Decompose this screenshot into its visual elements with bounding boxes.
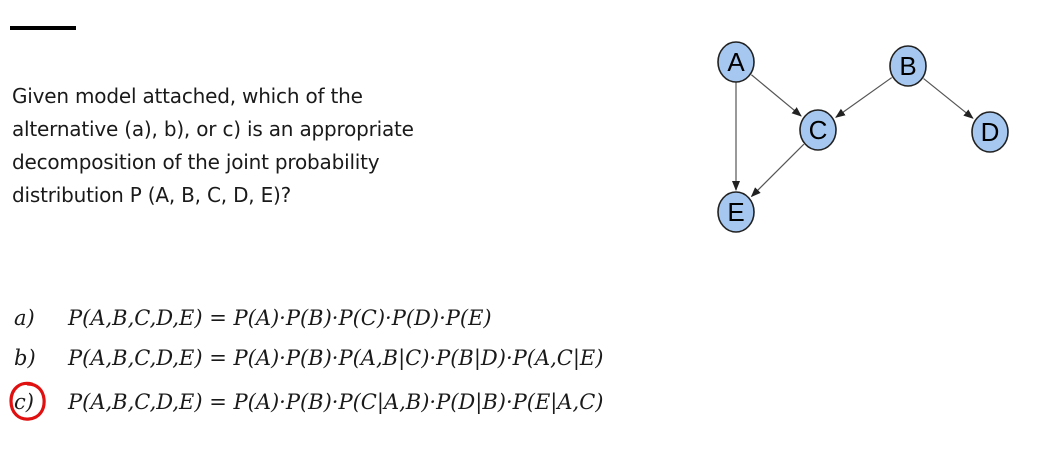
question-line: Given model attached, which of the <box>12 84 363 108</box>
node-circle <box>889 45 927 87</box>
node-d: D <box>971 111 1009 153</box>
node-circle <box>971 111 1009 153</box>
node-circle <box>799 109 837 151</box>
node-label: B <box>899 51 916 81</box>
option-formula: P(A,B,C,D,E) = P(A)·P(B)·P(C|A,B)·P(D|B)… <box>68 390 604 414</box>
option-b[interactable]: b) P(A,B,C,D,E) = P(A)·P(B)·P(A,B|C)·P(B… <box>10 342 770 382</box>
top-rule <box>10 26 76 30</box>
node-circle <box>717 41 755 83</box>
node-a: A <box>717 41 755 83</box>
question-line: decomposition of the joint probability <box>12 150 380 174</box>
selected-answer-circle <box>9 381 46 421</box>
option-letter: a) <box>14 306 35 330</box>
option-c[interactable]: c) P(A,B,C,D,E) = P(A)·P(B)·P(C|A,B)·P(D… <box>9 381 770 426</box>
option-formula: P(A,B,C,D,E) = P(A)·P(B)·P(A,B|C)·P(B|D)… <box>68 346 604 370</box>
edge-b-to-c <box>835 77 893 118</box>
node-b: B <box>889 45 927 87</box>
question-line: distribution P (A, B, C, D, E)? <box>12 183 292 207</box>
bayesian-network-graph: A B C D E <box>717 41 1009 233</box>
edge-a-to-c <box>751 74 802 117</box>
node-label: E <box>727 197 744 227</box>
option-letter: b) <box>14 346 36 370</box>
edge-c-to-e <box>750 143 805 198</box>
node-e: E <box>717 191 755 233</box>
node-c: C <box>799 109 837 151</box>
node-circle <box>717 191 755 233</box>
question-line: alternative (a), b), or c) is an appropr… <box>12 117 414 141</box>
node-label: A <box>727 47 745 77</box>
edge-b-to-d <box>923 78 974 119</box>
question-text: Given model attached, which of the alter… <box>12 80 532 212</box>
option-formula: P(A,B,C,D,E) = P(A)·P(B)·P(C)·P(D)·P(E) <box>68 306 492 330</box>
option-letter: c) <box>14 390 34 414</box>
node-label: D <box>981 117 1000 147</box>
node-label: C <box>809 115 828 145</box>
option-a[interactable]: a) P(A,B,C,D,E) = P(A)·P(B)·P(C)·P(D)·P(… <box>10 302 770 342</box>
